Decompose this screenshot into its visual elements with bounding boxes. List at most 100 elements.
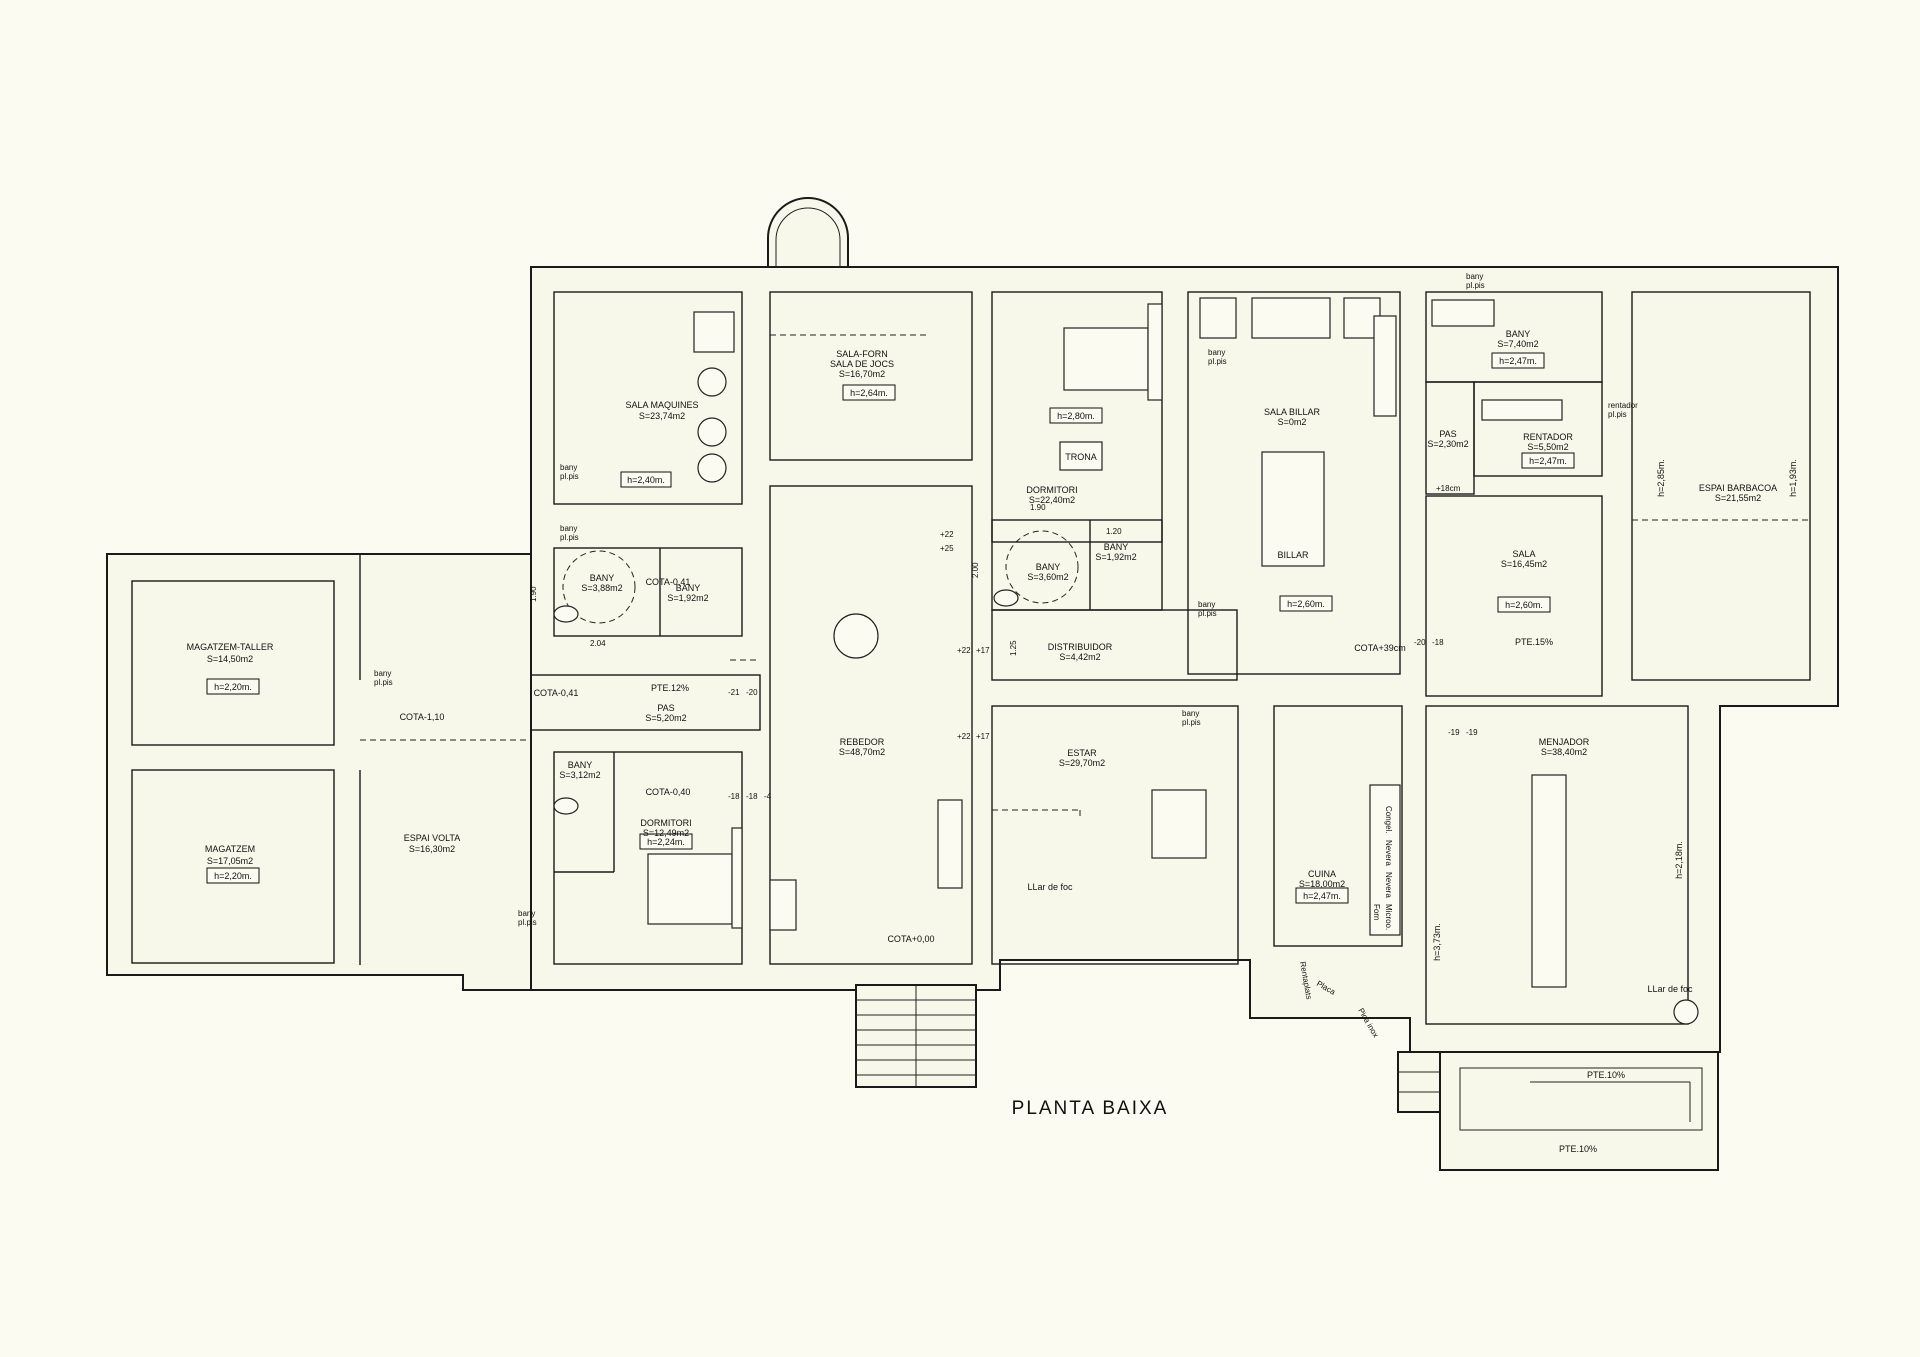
rentador-pl-pis-b: pl.pis [1608,410,1627,419]
room-height-rentador: h=2,47m. [1529,456,1567,466]
room-name-cuina: CUINA [1308,869,1336,879]
llar-foc-menjador-label: LLar de foc [1647,984,1693,994]
level-minus18-c: -18 [1432,638,1444,647]
bany-pl-pis-3a: bany [374,669,391,678]
room-name-rentador: RENTADOR [1523,432,1573,442]
dim-1-90-a: 1.90 [529,586,538,602]
cota-39cm: COTA+39cm [1354,643,1406,653]
room-height-b-espai-barbacoa: h=1,93m. [1788,459,1798,497]
room-name-bany-a: BANY [590,573,615,583]
room-area-sala: S=16,45m2 [1501,559,1547,569]
room-name-pas-mid: PAS [657,703,674,713]
kitchen-forn: Forn [1372,904,1381,920]
cota-minus-0-41-b: COTA-0,41 [646,577,691,587]
ramp-lines [1398,1067,1703,1131]
level-plus22-a: +22 [940,530,954,539]
room-height-dormitori-2: h=2,24m. [647,837,685,847]
room-area-distribuidor: S=4,42m2 [1059,652,1100,662]
room-area-sala-maquines: S=23,74m2 [639,411,685,421]
rentador-pl-pis-a: rentador [1608,401,1638,410]
room-area-bany-b: S=1,92m2 [667,593,708,603]
bany-pl-pis-7a: bany [1182,709,1199,718]
level-minus18-a: -18 [728,792,740,801]
bany-pl-pis-2b: pl.pis [560,533,579,542]
room-height-sala-forn: h=2,64m. [850,388,888,398]
room-area-sala-billar: S=0m2 [1278,417,1307,427]
dim-2-04: 2.04 [590,639,606,648]
dim-1-20: 1.20 [1106,527,1122,536]
room-area-espai-barbacoa: S=21,55m2 [1715,493,1761,503]
room-height-sala-maquines: h=2,40m. [627,475,665,485]
room-height-magatzem-taller: h=2,20m. [214,682,252,692]
pte-12: PTE.12% [651,683,689,693]
room-name-bany-e: BANY [568,760,593,770]
room-name-espai-barbacoa: ESPAI BARBACOA [1699,483,1777,493]
level-plus17-b: +17 [976,732,990,741]
room-area-menjador: S=38,40m2 [1541,747,1587,757]
level-plus17-a: +17 [976,646,990,655]
room-height-sala: h=2,60m. [1505,600,1543,610]
room-area-espai-volta: S=16,30m2 [409,844,455,854]
cota-minus-0-41-a: COTA-0,41 [534,688,579,698]
room-area-rentador: S=5,50m2 [1527,442,1568,452]
room-name2-sala-forn: SALA DE JOCS [830,359,894,369]
bany-pl-pis-4a: bany [518,909,535,918]
dim-1-90-b: 1.90 [1030,503,1046,512]
room-height-sala-billar: h=2,60m. [1287,599,1325,609]
room-height-a-menjador: h=2,18m. [1674,841,1684,879]
pte-15: PTE.15% [1515,637,1553,647]
pte-10-a: PTE.10% [1587,1070,1625,1080]
level-plus18cm: +18cm [1436,484,1461,493]
pte-10-b: PTE.10% [1559,1144,1597,1154]
dashed-lines [360,334,1810,820]
trona-label: TRONA [1065,452,1097,462]
level-minus20-b: -20 [1414,638,1426,647]
room-name-menjador: MENJADOR [1539,737,1590,747]
interior-walls [131,291,1811,1025]
room-name-bany-top: BANY [1506,329,1531,339]
level-minus18-b: -18 [746,792,758,801]
room-area-estar: S=29,70m2 [1059,758,1105,768]
room-area-sala-forn: S=16,70m2 [839,369,885,379]
cota-minus-1-10: COTA-1,10 [400,712,445,722]
room-name-sala-maquines: SALA MAQUINES [625,400,698,410]
bany-pl-pis-3b: pl.pis [374,678,393,687]
cota-minus-0-40: COTA-0,40 [646,787,691,797]
plan-title: PLANTA BAIXA [1012,1098,1169,1119]
bany-pl-pis-4b: pl.pis [518,918,537,927]
level-plus22-b: +22 [957,646,971,655]
room-height-bany-top: h=2,47m. [1499,356,1537,366]
dim-2-00: 2.00 [971,562,980,578]
room-area-pas-right: S=2,30m2 [1427,439,1468,449]
level-minus21: -21 [728,688,740,697]
dim-1-25: 1.25 [1009,640,1018,656]
room-name-espai-volta: ESPAI VOLTA [404,833,461,843]
room-height-cuina: h=2,47m. [1303,891,1341,901]
bany-pl-pis-5a: bany [1208,348,1225,357]
room-name-dormitori-2: DORMITORI [640,818,691,828]
room-name-bany-c: BANY [1036,562,1061,572]
level-minus19-b: -19 [1466,728,1478,737]
level-minus19-a: -19 [1448,728,1460,737]
room-area-bany-top: S=7,40m2 [1497,339,1538,349]
room-area-dormitori-1: S=22,40m2 [1029,495,1075,505]
room-area-pas-mid: S=5,20m2 [645,713,686,723]
level-plus22-c: +22 [957,732,971,741]
room-name-dormitori-1: DORMITORI [1026,485,1077,495]
level-plus25: +25 [940,544,954,553]
bany-pl-pis-1a: bany [560,463,577,472]
llar-foc-estar-label: LLar de foc [1027,882,1073,892]
room-area-cuina: S=18,00m2 [1299,879,1345,889]
bany-pl-pis-1b: pl.pis [560,472,579,481]
room-name-magatzem: MAGATZEM [205,844,255,854]
room-name-rebedor: REBEDOR [840,737,885,747]
room-height-dormitori-1: h=2,80m. [1057,411,1095,421]
bany-pl-pis-8b: pl.pis [1466,281,1485,290]
bany-pl-pis-7b: pl.pis [1182,718,1201,727]
room-area-bany-d: S=1,92m2 [1095,552,1136,562]
room-height-b-menjador: h=3,73m. [1432,923,1442,961]
kitchen-nevera-b: Nevera [1384,872,1393,898]
room-labels: MAGATZEM-TALLER S=14,50m2 h=2,20m. MAGAT… [187,329,1798,961]
bany-pl-pis-6a: bany [1198,600,1215,609]
